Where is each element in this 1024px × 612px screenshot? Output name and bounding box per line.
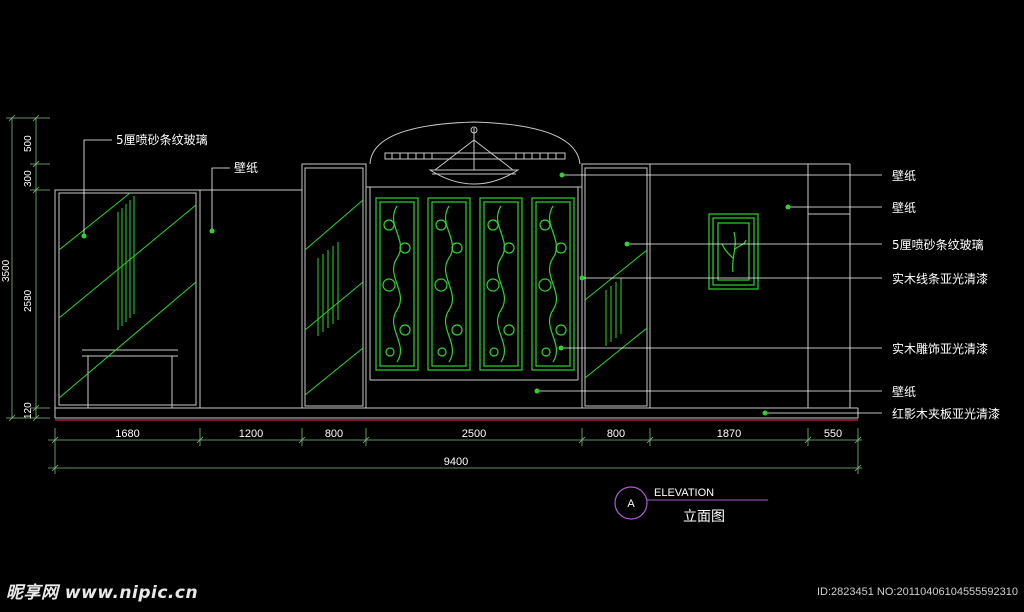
leaders bbox=[83, 139, 882, 414]
title-marker-circle bbox=[614, 486, 648, 520]
wall-outline bbox=[54, 121, 859, 419]
title-cn: 立面图 bbox=[683, 509, 725, 525]
label-right-2: 壁纸 bbox=[892, 200, 916, 215]
label-right-5: 实木雕饰亚光清漆 bbox=[892, 341, 988, 356]
dim-3500: 3500 bbox=[1, 259, 12, 282]
watermark-logo: 昵享网 www.nipic.cn bbox=[6, 583, 199, 603]
label-right-4: 实木线条亚光清漆 bbox=[892, 271, 988, 286]
dim-300: 300 bbox=[23, 170, 34, 187]
glass-column-left bbox=[304, 199, 364, 396]
dim-500: 500 bbox=[23, 135, 34, 152]
dim-segment-4: 2500 bbox=[462, 428, 486, 440]
carved-panels bbox=[375, 197, 575, 371]
dim-segment-3: 800 bbox=[325, 428, 343, 440]
dim-segment-5: 800 bbox=[607, 428, 625, 440]
glass-column-right bbox=[584, 249, 648, 379]
dim-120: 120 bbox=[23, 402, 34, 419]
chandelier bbox=[384, 126, 566, 185]
vertical-dim-lines bbox=[6, 114, 50, 422]
dim-segment-6: 1870 bbox=[717, 428, 741, 440]
horizontal-dim-labels: 1680 1200 800 2500 800 1870 550 bbox=[115, 428, 842, 440]
watermark-id: ID:2823451 NO:20110406104555592310 bbox=[816, 586, 1018, 598]
label-glass-left: 5厘喷砂条纹玻璃 bbox=[116, 133, 208, 147]
glass-panel-left bbox=[58, 192, 197, 399]
label-right-6: 壁纸 bbox=[892, 384, 916, 399]
framed-picture bbox=[708, 213, 759, 290]
dim-segment-7: 550 bbox=[824, 428, 842, 440]
label-right-1: 壁纸 bbox=[892, 168, 916, 183]
label-right-7: 红影木夹板亚光清漆 bbox=[892, 406, 1000, 421]
dim-segment-1: 1680 bbox=[115, 428, 139, 440]
dim-total-9400: 9400 bbox=[444, 456, 468, 468]
title-elevation: ELEVATION bbox=[654, 487, 714, 499]
label-wallpaper-left: 壁纸 bbox=[234, 160, 258, 175]
dim-segment-2: 1200 bbox=[239, 428, 263, 440]
leader-dots bbox=[81, 172, 791, 416]
dim-2580: 2580 bbox=[23, 289, 34, 312]
horizontal-dim-lines bbox=[48, 428, 862, 474]
title-marker-letter: A bbox=[627, 498, 635, 510]
label-right-3: 5厘喷砂条纹玻璃 bbox=[892, 238, 984, 252]
